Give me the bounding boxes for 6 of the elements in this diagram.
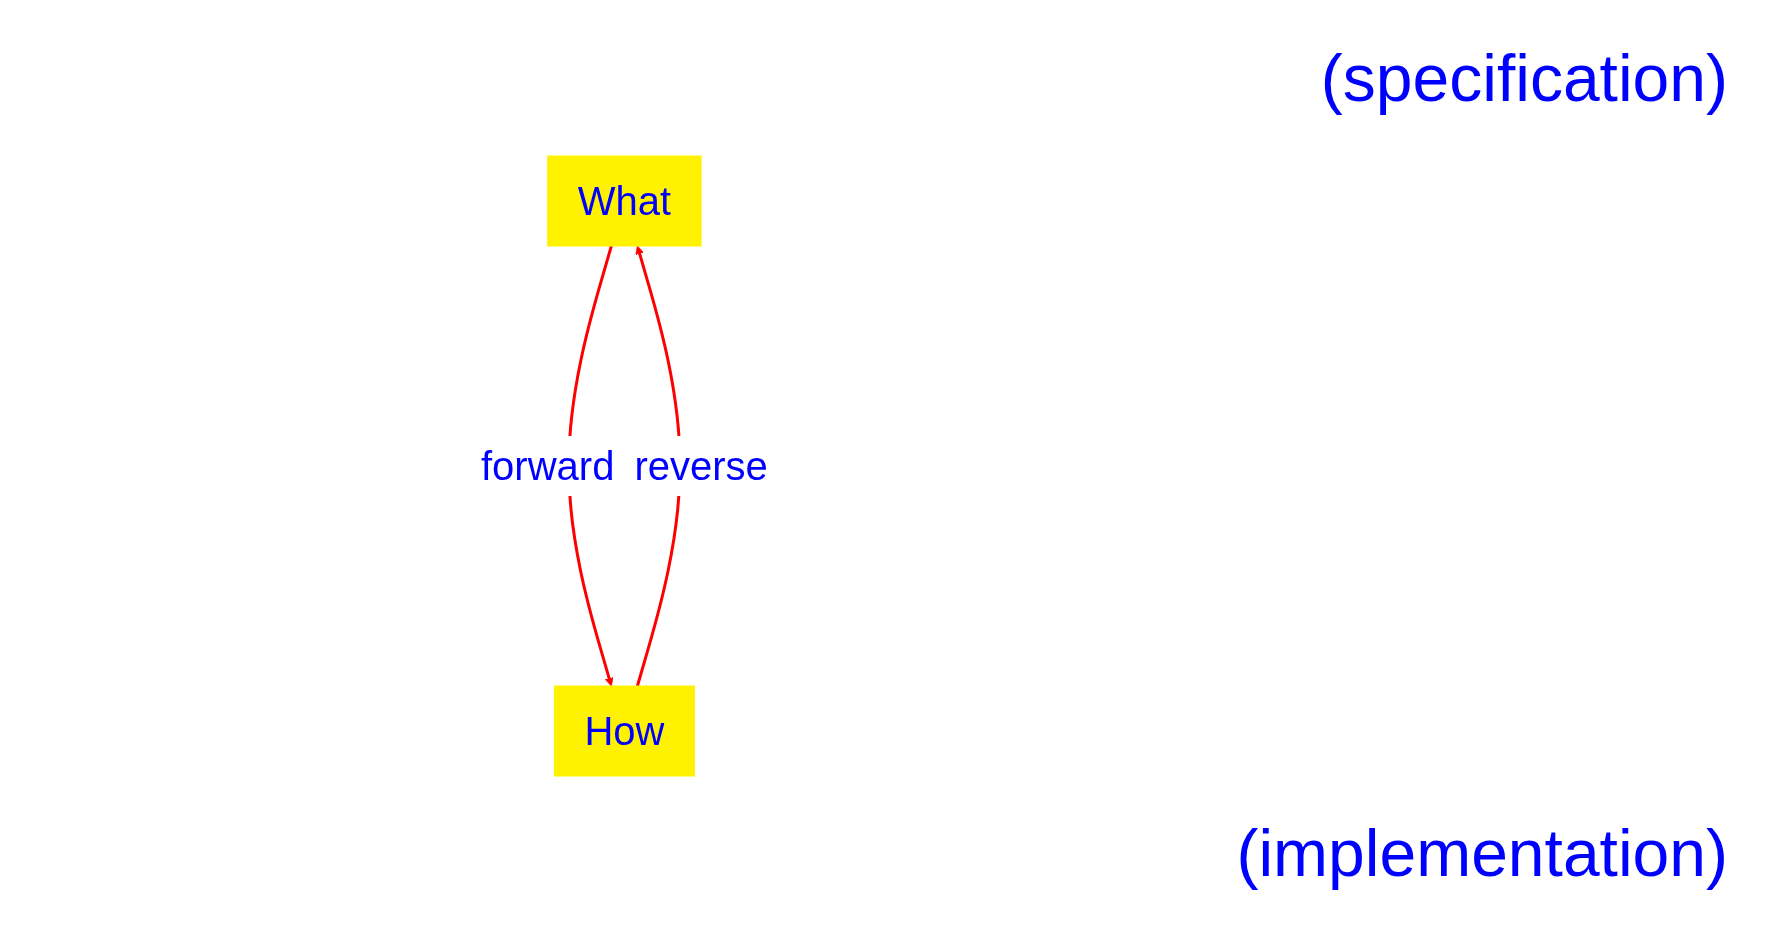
annotation-text: (specification)	[1320, 40, 1728, 116]
edge-label: forward	[480, 443, 614, 488]
edge-label: reverse	[634, 443, 768, 488]
node-box: What	[546, 155, 702, 246]
node-box: How	[553, 685, 695, 776]
annotation-text: (implementation)	[1236, 815, 1728, 891]
